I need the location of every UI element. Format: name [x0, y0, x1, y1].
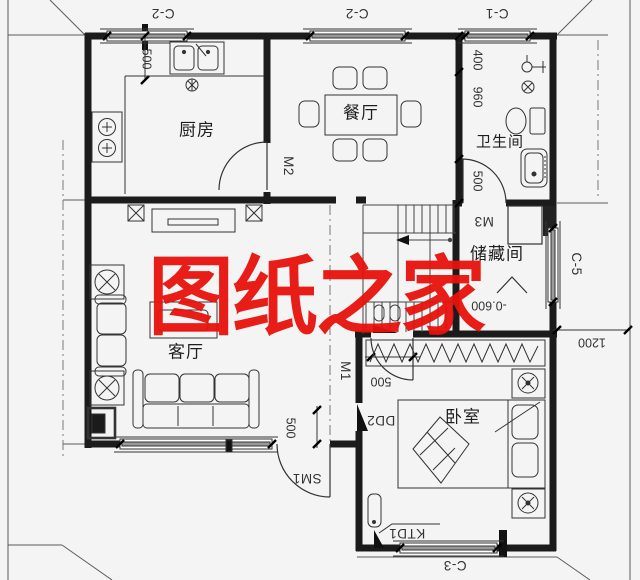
room-label-living: 客厅 — [168, 342, 204, 362]
door-label-sm1: SM1 — [292, 470, 322, 486]
door-label-m1: M1 — [337, 361, 353, 381]
dim-hall-door-500: 500 — [370, 374, 392, 389]
door-label-m2: M2 — [280, 156, 296, 176]
dim-bath-door-500: 500 — [470, 170, 485, 192]
room-label-bathroom: 卫生间 — [475, 133, 525, 151]
watermark-text: 图纸之家 — [148, 249, 486, 346]
dim-right-1200: 1200 — [578, 335, 606, 350]
room-label-storage: 储藏间 — [470, 244, 524, 264]
window-label-c2-kitchen: C-2 — [151, 5, 175, 21]
room-label-bedroom: 卧室 — [445, 407, 481, 427]
dim-bath-400: 400 — [470, 49, 485, 71]
window-label-c2-dining: C-2 — [345, 5, 369, 21]
room-label-dining: 餐厅 — [343, 103, 379, 123]
window-label-c5: C-5 — [568, 252, 584, 276]
door-label-dd2: DD2 — [366, 412, 396, 428]
dim-entry-500: 500 — [283, 417, 298, 439]
window-label-c1: C-1 — [485, 5, 509, 21]
dim-kitchen-window-500: 500 — [139, 48, 154, 70]
window-label-c3: C-3 — [443, 557, 467, 573]
room-label-kitchen: 厨房 — [179, 120, 215, 140]
dim-bath-960: 960 — [470, 86, 485, 108]
door-label-ktd1: KTD1 — [388, 525, 426, 541]
